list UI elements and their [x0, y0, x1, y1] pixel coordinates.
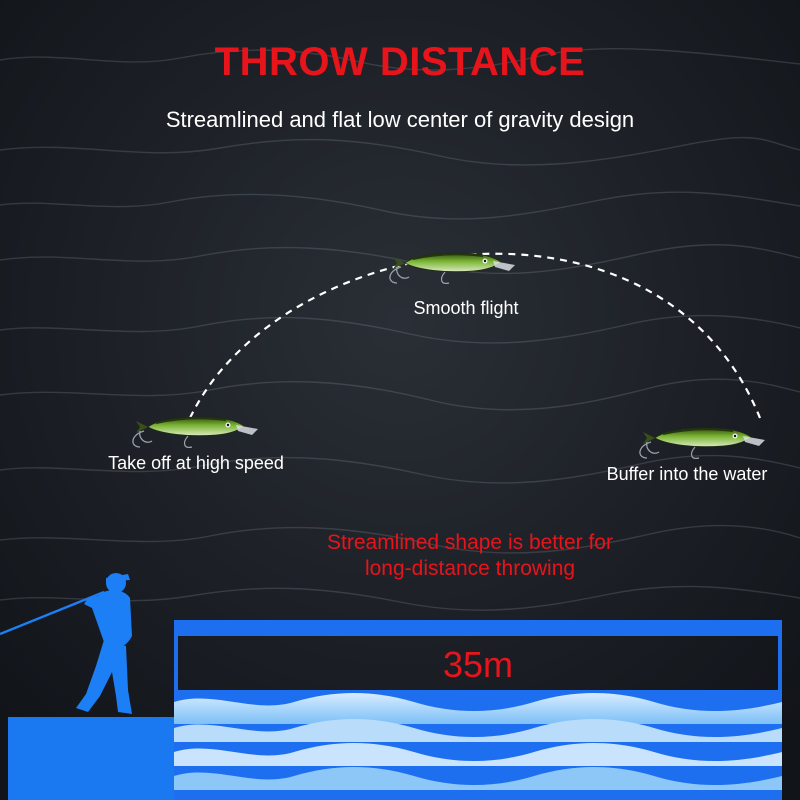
note-line-2: long-distance throwing	[364, 557, 576, 580]
distance-bracket-right	[778, 636, 782, 696]
water-waves	[174, 690, 782, 800]
distance-value: 35m	[442, 644, 514, 685]
label-buffer-water: Buffer into the water	[606, 464, 768, 484]
label-smooth-flight: Smooth flight	[413, 298, 519, 318]
pier-block	[8, 717, 176, 800]
angler-silhouette	[0, 573, 132, 714]
note-line-1: Streamlined shape is better for	[327, 531, 613, 554]
label-take-off: Take off at high speed	[108, 453, 284, 473]
subtitle: Streamlined and flat low center of gravi…	[165, 107, 635, 132]
distance-bar	[174, 620, 782, 636]
sea-ripples	[0, 47, 800, 611]
page-title: THROW DISTANCE	[214, 40, 586, 84]
distance-bracket-left	[174, 636, 178, 696]
